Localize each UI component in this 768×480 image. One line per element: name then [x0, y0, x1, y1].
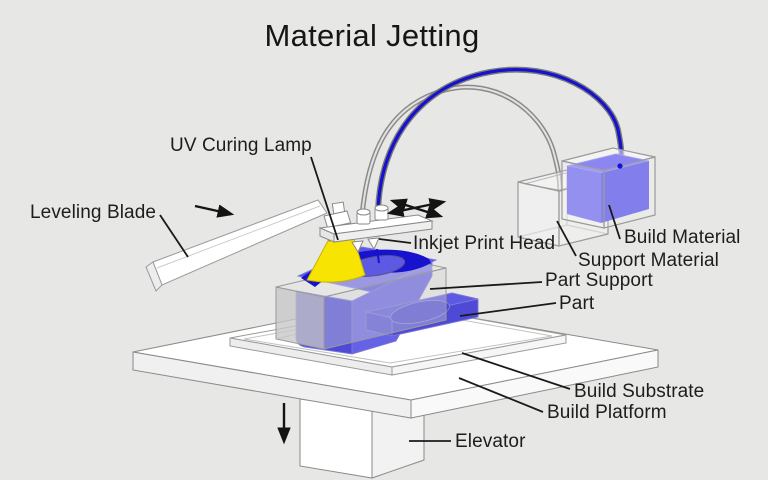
print-carriage — [318, 214, 434, 243]
leader-build-substrate — [461, 352, 571, 390]
diagram-title: Material Jetting — [264, 18, 480, 53]
label-leveling-blade: Leveling Blade — [30, 202, 157, 223]
leader-part-support — [429, 281, 543, 290]
print-head — [318, 201, 434, 264]
leader-build-material — [608, 204, 621, 240]
support-material-tube — [359, 84, 563, 217]
label-elevator: Elevator — [455, 431, 526, 452]
part-notch — [390, 299, 450, 325]
tube-fitting — [356, 204, 389, 225]
nozzle — [351, 237, 380, 254]
uv-cone — [306, 235, 366, 283]
build-material-tube — [375, 66, 625, 213]
label-build-platform: Build Platform — [547, 402, 667, 423]
leader-build-platform — [458, 377, 544, 413]
build-material-container — [561, 147, 656, 229]
leader-lines — [159, 156, 621, 442]
label-part-support: Part Support — [545, 270, 653, 291]
label-inkjet-print-head: Inkjet Print Head — [413, 233, 556, 254]
label-build-substrate: Build Substrate — [574, 381, 705, 402]
label-part: Part — [559, 293, 595, 314]
label-uv-curing-lamp: UV Curing Lamp — [170, 135, 312, 156]
tube-inlet — [617, 163, 623, 169]
leader-part — [459, 302, 557, 317]
blade-direction-arrow — [194, 204, 235, 218]
leveling-blade-shape — [145, 199, 328, 292]
jetted-stream — [376, 248, 380, 264]
leader-support-material — [556, 220, 577, 257]
leader-inkjet-print-head — [378, 238, 412, 244]
label-support-material: Support Material — [578, 250, 720, 271]
xy-motion-arrows-icon — [386, 198, 447, 219]
leader-leveling-blade — [159, 214, 189, 258]
label-build-material: Build Material — [624, 227, 741, 248]
leader-uv-curing-lamp — [310, 156, 339, 241]
